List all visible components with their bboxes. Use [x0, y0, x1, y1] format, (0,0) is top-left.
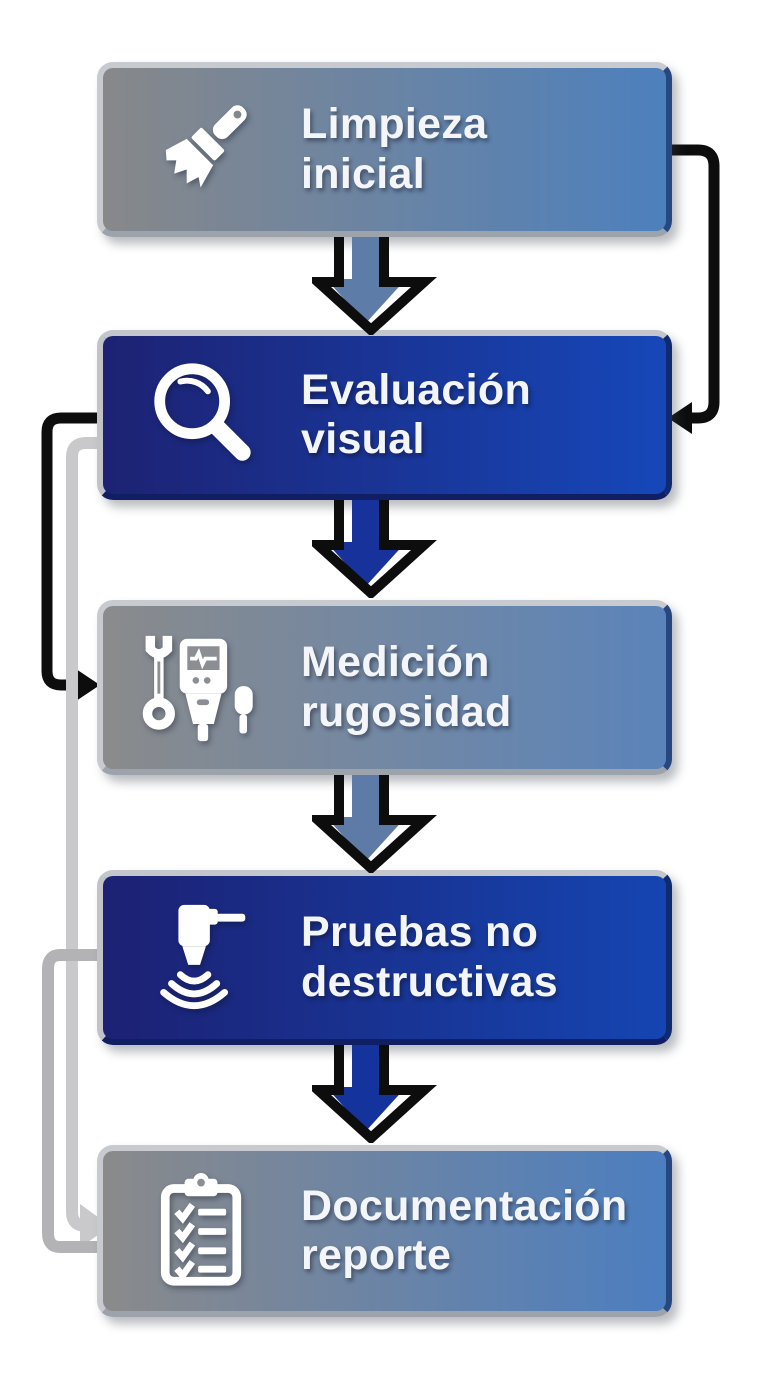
step-label-line2: reporte: [301, 1231, 452, 1279]
magnifier-icon: [103, 356, 301, 474]
step-label-line1: Medición: [301, 638, 490, 687]
down-arrow-outline: [312, 237, 437, 335]
down-arrow-outline: [312, 775, 437, 873]
down-arrow-3: [312, 775, 437, 873]
clipboard-checklist-icon: [103, 1173, 301, 1289]
step-label-line2: inicial: [301, 149, 425, 198]
step-label: Documentación reporte: [301, 1182, 666, 1280]
step-label: Pruebas no destructivas: [301, 908, 666, 1006]
down-arrow-outline: [312, 1045, 437, 1143]
connector-line: [42, 949, 110, 1253]
down-arrow-fill: [326, 775, 406, 861]
left-elbow-evaluacion-to-medicion: [41, 412, 112, 701]
step-label: Medición rugosidad: [301, 638, 666, 736]
left-elbow-evaluacion-to-documentacion: [66, 437, 116, 1248]
down-arrow-1: [312, 237, 437, 335]
arrowhead-right-icon: [76, 669, 100, 701]
down-arrow-fill: [326, 500, 406, 586]
left-elbow-pruebas-to-documentacion: [42, 949, 110, 1253]
arrowhead-left-icon: [668, 402, 692, 434]
step-label-line1: Evaluación: [301, 365, 532, 414]
down-arrow-outline: [312, 500, 437, 598]
down-arrow-fill: [326, 1045, 406, 1131]
step-label-line1: Limpieza: [301, 100, 488, 149]
step-label-line1: Pruebas no: [301, 908, 539, 957]
step-label: Evaluación visual: [301, 366, 666, 464]
down-arrow-4: [312, 1045, 437, 1143]
step-limpieza-inicial: Limpieza inicial: [97, 62, 672, 237]
step-medicion-rugosidad: Medición rugosidad: [97, 600, 672, 775]
step-documentacion-reporte: Documentación reporte: [97, 1145, 672, 1317]
connector-line: [41, 412, 112, 691]
step-evaluacion-visual: Evaluación visual: [97, 330, 672, 500]
right-elbow-limpieza-to-evaluacion: [656, 144, 720, 434]
step-label: Limpieza inicial: [301, 100, 666, 198]
wrench-meter-icon: [103, 629, 301, 747]
brush-icon: [103, 91, 301, 209]
step-pruebas-no-destructivas: Pruebas no destructivas: [97, 870, 672, 1045]
arrowhead-right-icon: [80, 1204, 110, 1248]
ultrasound-probe-icon: [103, 899, 301, 1017]
step-label-line2: rugosidad: [301, 687, 512, 736]
down-arrow-fill: [326, 237, 406, 323]
connector-line: [656, 144, 720, 424]
step-label-line1: Documentación: [301, 1181, 628, 1230]
step-label-line2: destructivas: [301, 957, 558, 1006]
down-arrow-2: [312, 500, 437, 598]
step-label-line2: visual: [301, 415, 425, 463]
